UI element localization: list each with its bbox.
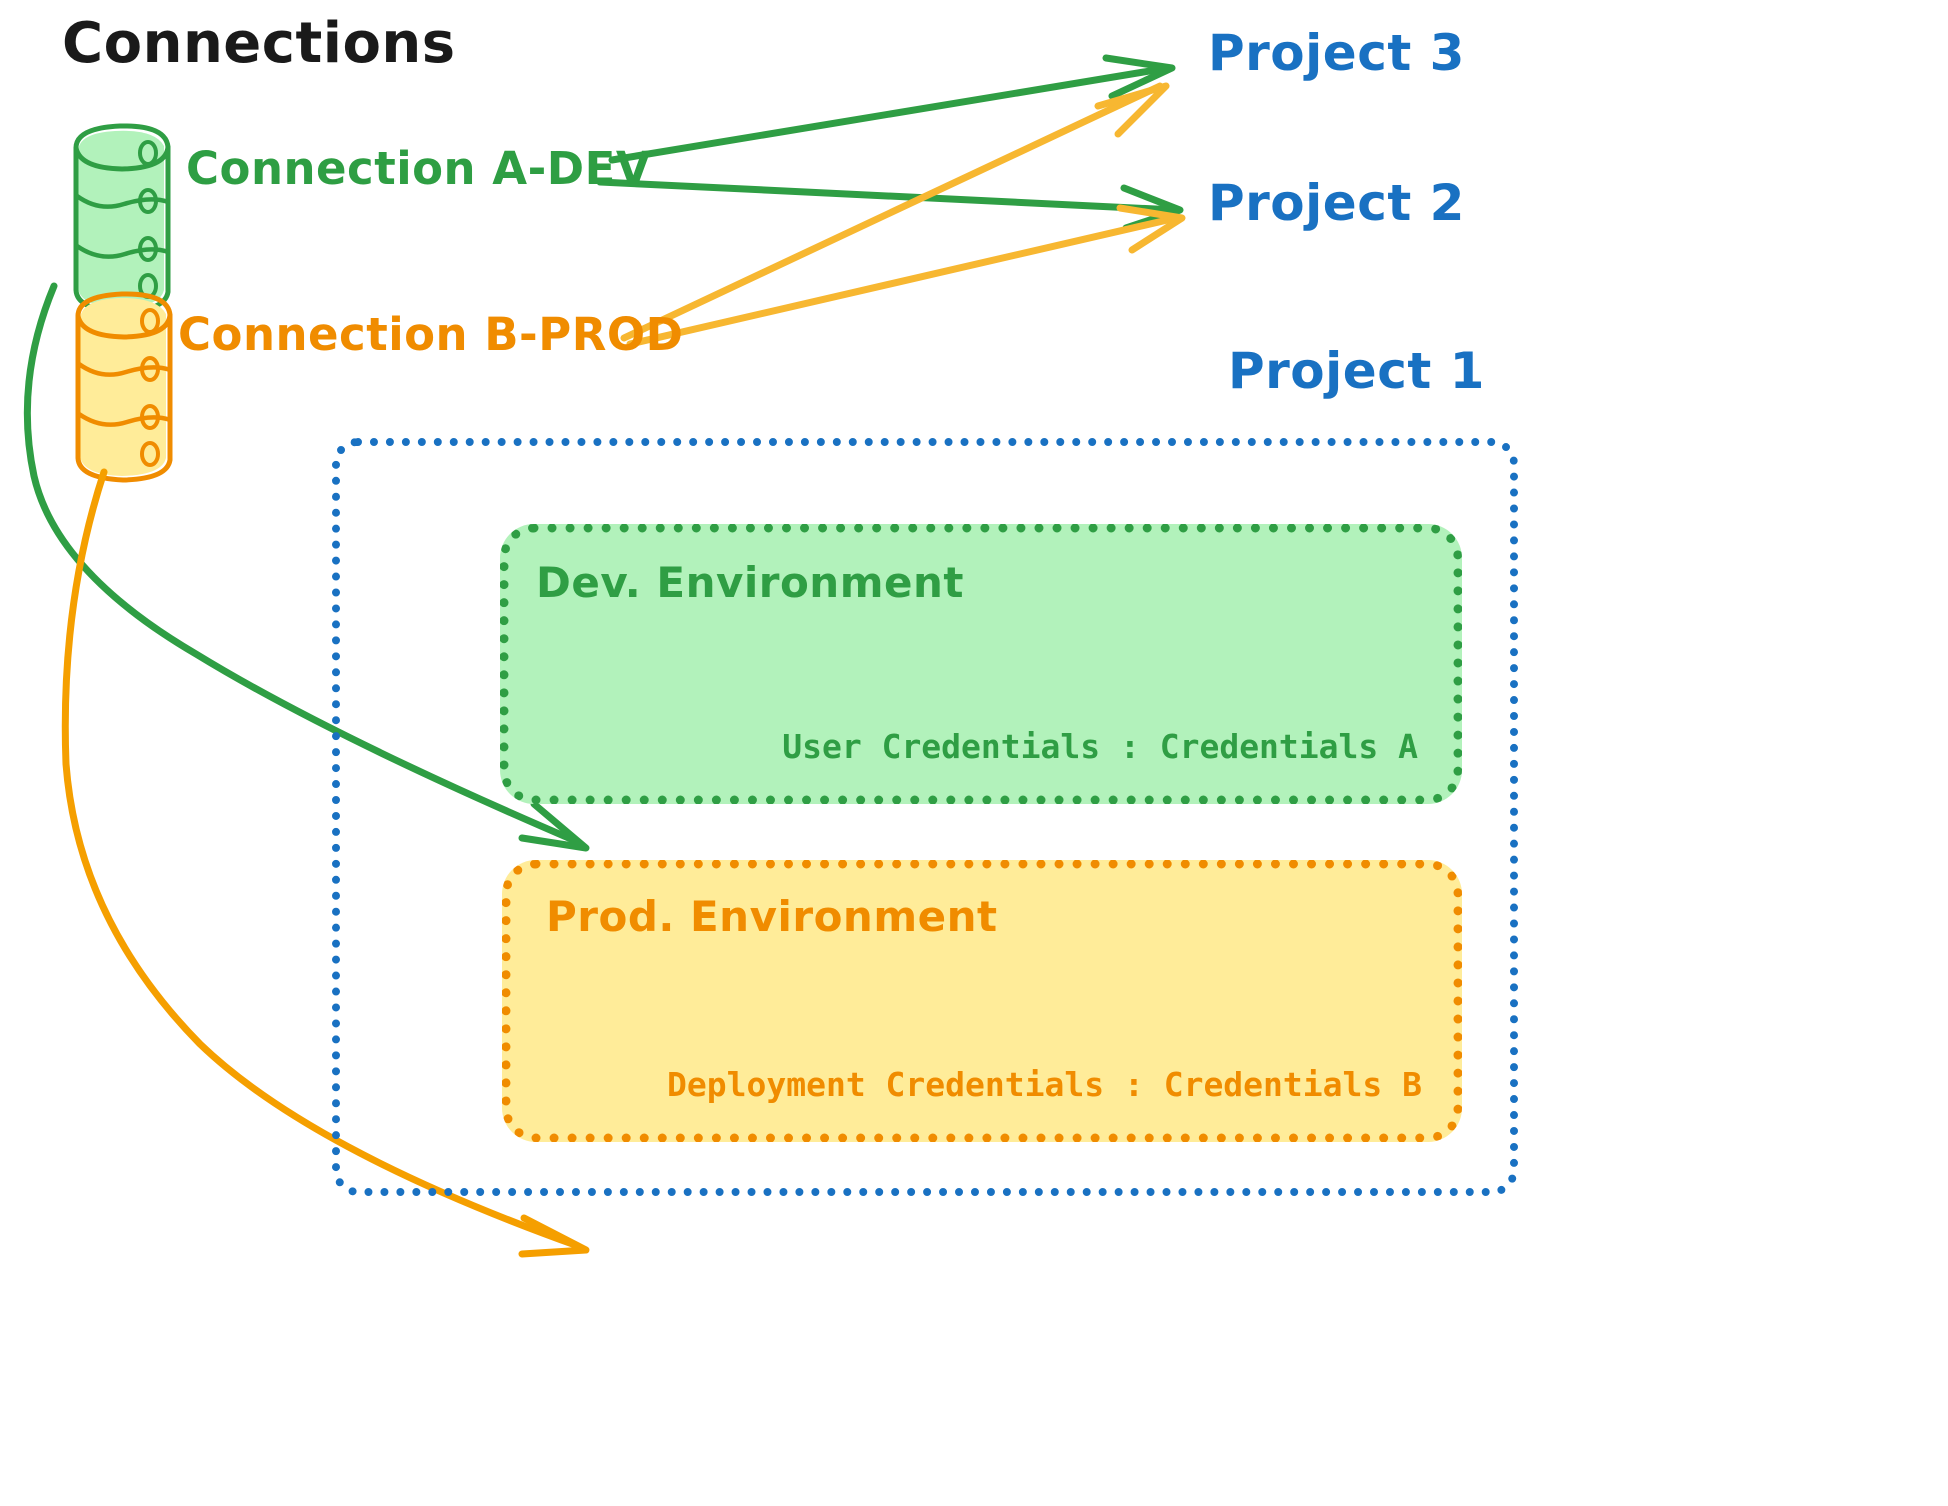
arrow-a-dev-to-dev-environment <box>23 282 590 852</box>
project-2-label: Project 2 <box>1208 174 1465 232</box>
arrow-b-prod-to-project-3 <box>620 82 1170 342</box>
page-title: Connections <box>62 11 456 76</box>
connection-a-dev-label: Connection A-DEV <box>186 142 652 195</box>
database-icon-connection-a <box>73 123 171 315</box>
dev-environment-box <box>500 524 1462 804</box>
arrow-b-prod-to-prod-environment <box>61 468 590 1258</box>
project-1-container <box>332 438 1518 1196</box>
dev-environment-credentials: User Credentials : Credentials A <box>782 727 1418 766</box>
arrow-a-dev-to-project-2 <box>596 178 1184 232</box>
project-3-label: Project 3 <box>1208 24 1465 82</box>
project-1-label: Project 1 <box>1228 342 1485 400</box>
arrow-a-dev-to-project-3 <box>608 54 1176 164</box>
dev-environment-title: Dev. Environment <box>536 558 964 607</box>
prod-environment-title: Prod. Environment <box>546 892 998 941</box>
database-icon-connection-b <box>75 291 173 483</box>
arrow-b-prod-to-project-2 <box>626 204 1186 348</box>
prod-environment-box <box>502 860 1462 1142</box>
prod-environment-credentials: Deployment Credentials : Credentials B <box>667 1065 1422 1104</box>
connection-b-prod-label: Connection B-PROD <box>178 308 684 361</box>
